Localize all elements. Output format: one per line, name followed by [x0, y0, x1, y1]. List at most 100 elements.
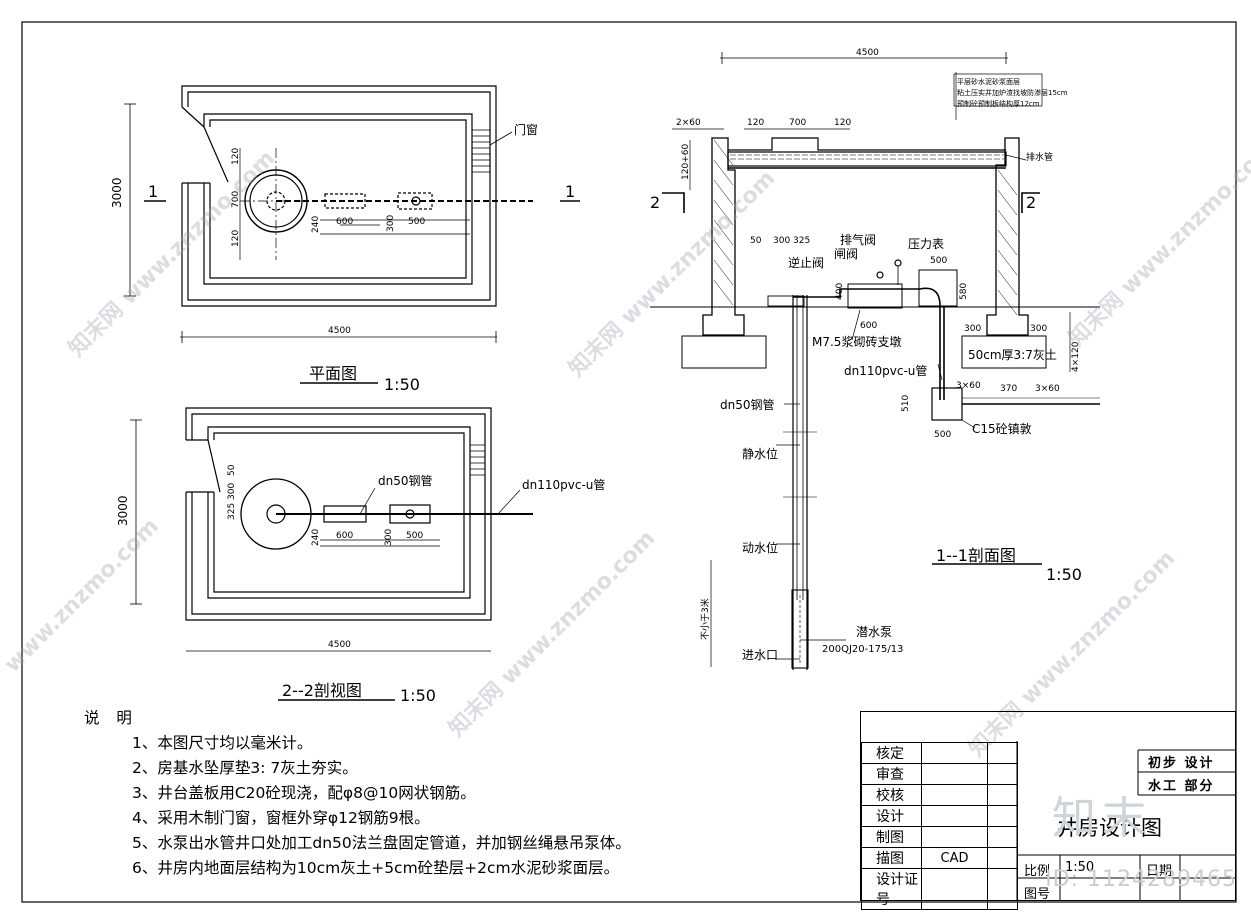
plan-dim-width: 3000 [110, 177, 124, 208]
s11-gate-valve-label: 闸阀 [834, 247, 858, 261]
s22-dim-240: 240 [311, 529, 321, 546]
s22-pvc-pipe-label: dn110pvc-u管 [522, 477, 605, 492]
drawing-title: 井房设计图 [1057, 816, 1162, 840]
row-check: 校核 [861, 784, 922, 806]
plan-dim-700: 700 [231, 191, 241, 208]
s11-inlet-label: 进水口 [742, 648, 778, 662]
plan-dim-240: 240 [311, 216, 321, 233]
s11-min-depth-label: 不小于3米 [699, 598, 711, 640]
s11-dim-120b: 120 [834, 118, 851, 128]
plan-door-window-label: 门窗 [514, 122, 538, 137]
s22-dim-width: 3000 [116, 495, 130, 526]
s11-pvc-pipe-label: dn110pvc-u管 [844, 363, 927, 378]
row-design: 设计 [861, 805, 922, 827]
s11-dim-300c: 300 [964, 324, 981, 334]
s11-dim-400: 400 [835, 283, 845, 300]
trace-value: CAD [921, 847, 988, 869]
s11-brick-support-label: M7.5浆砌砖支墩 [812, 334, 901, 349]
s11-pump-model: 200QJ20-175/13 [822, 644, 903, 655]
row-draft: 制图 [861, 826, 922, 848]
section22-view [130, 407, 533, 701]
stage-label: 初步 设计 [1148, 756, 1215, 771]
s22-dim-600: 600 [336, 531, 353, 541]
note-item: 4、采用木制门窗，窗框外穿φ12钢筋9根。 [132, 809, 430, 827]
s11-dim-600: 600 [860, 321, 877, 331]
row-trace: 描图 [861, 847, 922, 869]
s11-dim-370: 370 [1000, 384, 1017, 394]
s11-dim-50: 50 [750, 236, 762, 246]
s11-dim-500b: 500 [934, 430, 951, 440]
s11-pump-label: 潜水泵 [856, 625, 892, 639]
note-item: 1、本图尺寸均以毫米计。 [132, 734, 313, 752]
s11-air-valve-label: 排气阀 [840, 232, 876, 247]
s11-dim-3x60b: 3×60 [1035, 384, 1060, 394]
plan-dim-120a: 120 [231, 148, 241, 165]
plan-title: 平面图 [309, 364, 357, 383]
s11-static-level-label: 静水位 [742, 446, 778, 461]
plan-dim-600: 600 [336, 217, 353, 227]
s11-dim-300d: 300 [1030, 324, 1047, 334]
s11-dim-325: 325 [793, 236, 810, 246]
plan-dim-120b: 120 [231, 230, 241, 247]
s22-steel-pipe-label: dn50钢管 [378, 473, 433, 488]
scale-label: 比例 [1024, 864, 1051, 879]
notes-heading: 说 明 [84, 709, 138, 727]
section11-labels: 4500 平层砂水泥砂浆面层 粘土压实并加炉渣找坡防渗层15cm 预制砼预制板结… [650, 48, 1082, 662]
notes-section: 说 明 1、本图尺寸均以毫米计。 2、房基水坠厚垫3: 7灰土夯实。 3、井台盖… [84, 706, 631, 881]
s11-dim-2x60: 2×60 [676, 118, 701, 128]
s11-dim-120-60: 120+60 [681, 144, 691, 180]
s22-dim-50: 50 [227, 464, 237, 476]
s11-dynamic-level-label: 动水位 [742, 540, 778, 555]
s11-check-valve-label: 逆止阀 [788, 255, 824, 270]
s22-dim-500: 500 [406, 531, 423, 541]
s11-roof-note-3: 预制砼预制板结构厚12cm [957, 99, 1040, 108]
s11-dim-500: 500 [930, 256, 947, 266]
plan-section-mark-right: 1 [565, 182, 575, 201]
s22-dim-300b: 300 [384, 529, 394, 546]
sheet-border [21, 21, 1237, 903]
plan-view [124, 85, 580, 384]
s11-lime-soil-label: 50cm厚3:7灰土 [968, 348, 1057, 362]
s22-dim-325: 325 [227, 503, 237, 520]
s11-pressure-gauge-label: 压力表 [908, 237, 944, 251]
s11-dim-300: 300 [773, 236, 790, 246]
s11-scale: 1:50 [1046, 565, 1082, 584]
s22-dim-300: 300 [227, 483, 237, 500]
s11-title: 1--1剖面图 [936, 546, 1016, 565]
plan-dim-500: 500 [408, 217, 425, 227]
row-cert: 设计证号 [861, 868, 922, 910]
note-item: 3、井台盖板用C20砼现浇，配φ8@10网状钢筋。 [132, 784, 476, 802]
s11-drain-label: 排水管 [1026, 151, 1053, 163]
s11-dim-4x120: 4×120 [1071, 341, 1081, 372]
row-review: 审查 [861, 763, 922, 785]
s22-title: 2--2剖视图 [282, 681, 362, 700]
section11-view [650, 52, 1100, 670]
note-item: 5、水泵出水管井口处加工dn50法兰盘固定管道，并加钢丝绳悬吊泵体。 [132, 834, 631, 852]
s11-steel-pipe-label: dn50钢管 [720, 397, 775, 412]
s11-roof-note-2: 粘土压实并加炉渣找坡防渗层15cm [957, 88, 1068, 97]
plan-dim-300: 300 [386, 215, 396, 232]
plan-labels: 3000 4500 1 1 门窗 120 700 120 240 600 300… [110, 122, 575, 394]
watermark-logo: 知末 [1052, 793, 1152, 844]
note-item: 6、井房内地面层结构为10cm灰土+5cm砼垫层+2cm水泥砂浆面层。 [132, 859, 620, 877]
s11-sec-mark-left: 2 [650, 193, 660, 212]
row-approve: 核定 [861, 742, 922, 764]
s22-scale: 1:50 [400, 686, 436, 705]
s11-roof-note-1: 平层砂水泥砂浆面层 [957, 77, 1020, 86]
s11-dim-510: 510 [901, 395, 911, 412]
plan-section-mark-left: 1 [148, 182, 158, 201]
s11-sec-mark-right: 2 [1026, 193, 1036, 212]
watermark-id: ID: 1124289465 [1045, 867, 1237, 892]
s22-dim-length: 4500 [328, 640, 351, 650]
s11-dim-3x60a: 3×60 [956, 381, 981, 391]
plan-dim-length: 4500 [328, 326, 351, 336]
s11-dim-700: 700 [789, 118, 806, 128]
s11-dim-total: 4500 [856, 48, 879, 58]
date-label: 日期 [1146, 864, 1173, 879]
scale-value: 1:50 [1065, 860, 1095, 875]
section22-labels: 3000 4500 50 300 325 240 600 300 500 dn5… [116, 464, 605, 705]
note-item: 2、房基水坠厚垫3: 7灰土夯实。 [132, 759, 358, 777]
